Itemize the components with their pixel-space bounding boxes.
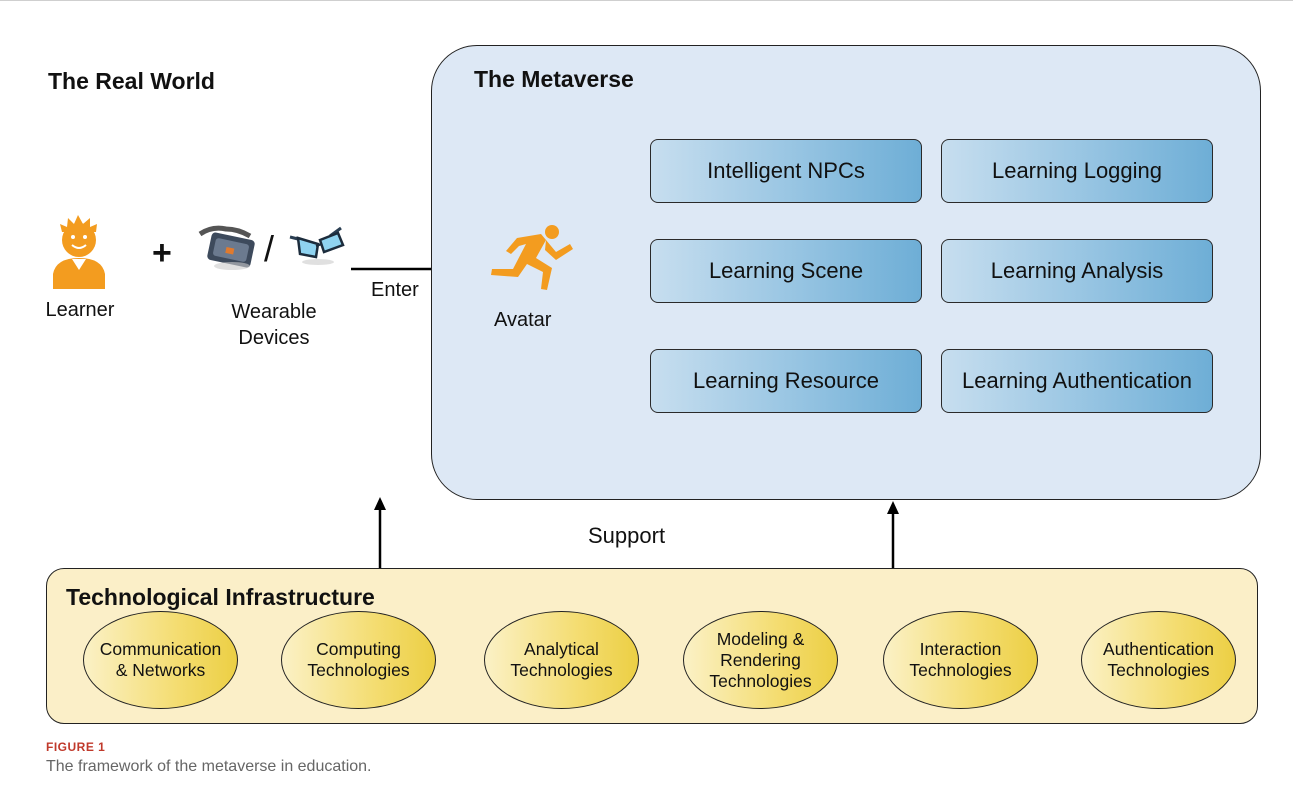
slash-separator: / [264,228,275,269]
learner-label: Learner [45,299,115,321]
tech-computing: Computing Technologies [281,611,436,709]
tech-label: Analytical Technologies [510,639,613,680]
tech-modeling-rendering: Modeling & Rendering Technologies [683,611,838,709]
plus-sign: + [152,234,172,272]
module-learning-scene: Learning Scene [650,239,922,303]
tech-label: Computing Technologies [307,639,410,680]
tech-label: Modeling & Rendering Technologies [709,628,812,691]
infrastructure-container [46,568,1258,724]
module-intelligent-npcs: Intelligent NPCs [650,139,922,203]
module-learning-analysis: Learning Analysis [941,239,1213,303]
tech-interaction: Interaction Technologies [883,611,1038,709]
figure-caption: The framework of the metaverse in educat… [46,758,372,775]
tech-label: Communication & Networks [99,639,222,680]
wearable-label-line2: Devices [238,327,310,349]
vr-headset-icon [198,225,255,270]
metaverse-title: The Metaverse [474,66,634,92]
top-rule [0,0,1293,1]
avatar-label: Avatar [494,309,552,331]
tech-label: Interaction Technologies [909,639,1012,680]
glasses-icon [289,226,345,265]
wearable-label-line1: Wearable [231,301,317,323]
learner-icon [53,215,105,289]
support-arrow-left [374,497,386,568]
support-arrow-right [887,501,899,568]
infrastructure-title: Technological Infrastructure [66,584,375,610]
tech-authentication: Authentication Technologies [1081,611,1236,709]
tech-analytical: Analytical Technologies [484,611,639,709]
wearable-devices-label: Wearable Devices [218,299,330,351]
enter-label: Enter [371,279,419,301]
figure-label: FIGURE 1 [46,740,106,754]
real-world-title: The Real World [48,68,215,94]
tech-communication-networks: Communication & Networks [83,611,238,709]
support-label: Support [588,523,666,548]
module-learning-authentication: Learning Authentication [941,349,1213,413]
module-learning-resource: Learning Resource [650,349,922,413]
tech-label: Authentication Technologies [1103,639,1214,680]
module-learning-logging: Learning Logging [941,139,1213,203]
